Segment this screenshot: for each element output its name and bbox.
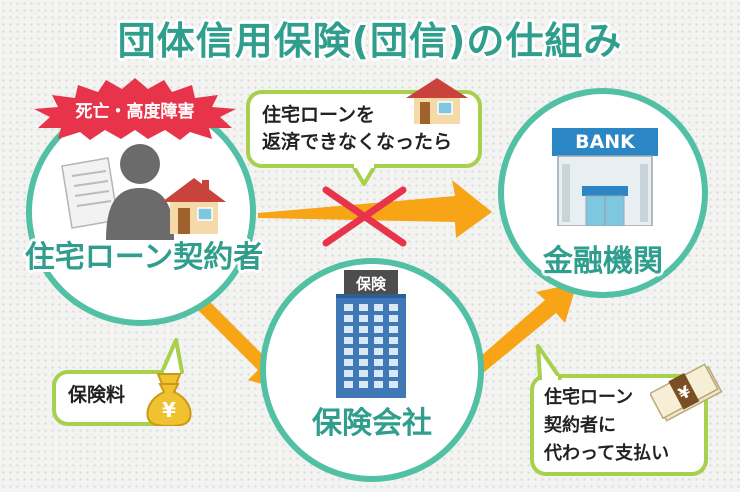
bubble-tail <box>350 164 378 186</box>
money-bag-icon: ¥ <box>146 373 192 426</box>
insurer-sign: 保険 <box>355 275 386 293</box>
alert-burst-icon <box>34 78 236 140</box>
borrower-illustration <box>61 144 226 240</box>
cross-mark-icon <box>322 186 407 247</box>
payout-line-2: 契約者に <box>544 415 616 436</box>
cash-bundle-icon: ¥ <box>650 363 723 422</box>
insurance-building-icon <box>336 270 406 398</box>
payout-line-3: 代わって支払い <box>544 443 670 464</box>
bank-label: 金融機関 <box>543 244 663 279</box>
bank-sign: BANK <box>575 131 635 153</box>
borrower-label: 住宅ローン契約者 <box>24 240 264 275</box>
payout-line-1: 住宅ローン <box>544 387 634 408</box>
page-title: 団体信用保険(団信)の仕組み <box>117 19 623 63</box>
svg-text:¥: ¥ <box>162 398 176 422</box>
house-icon <box>162 178 226 234</box>
repay-line-2: 返済できなくなったら <box>262 131 453 153</box>
insurer-label: 保険会社 <box>312 406 432 441</box>
burst-label: 死亡・高度障害 <box>75 102 195 122</box>
house-icon <box>406 78 468 124</box>
bubble-tail <box>536 344 562 380</box>
bank-building-icon <box>552 128 658 226</box>
bubble-tail <box>160 338 184 374</box>
repay-line-1: 住宅ローンを <box>262 104 376 126</box>
person-silhouette-icon <box>106 144 174 240</box>
premium-label: 保険料 <box>68 384 126 406</box>
